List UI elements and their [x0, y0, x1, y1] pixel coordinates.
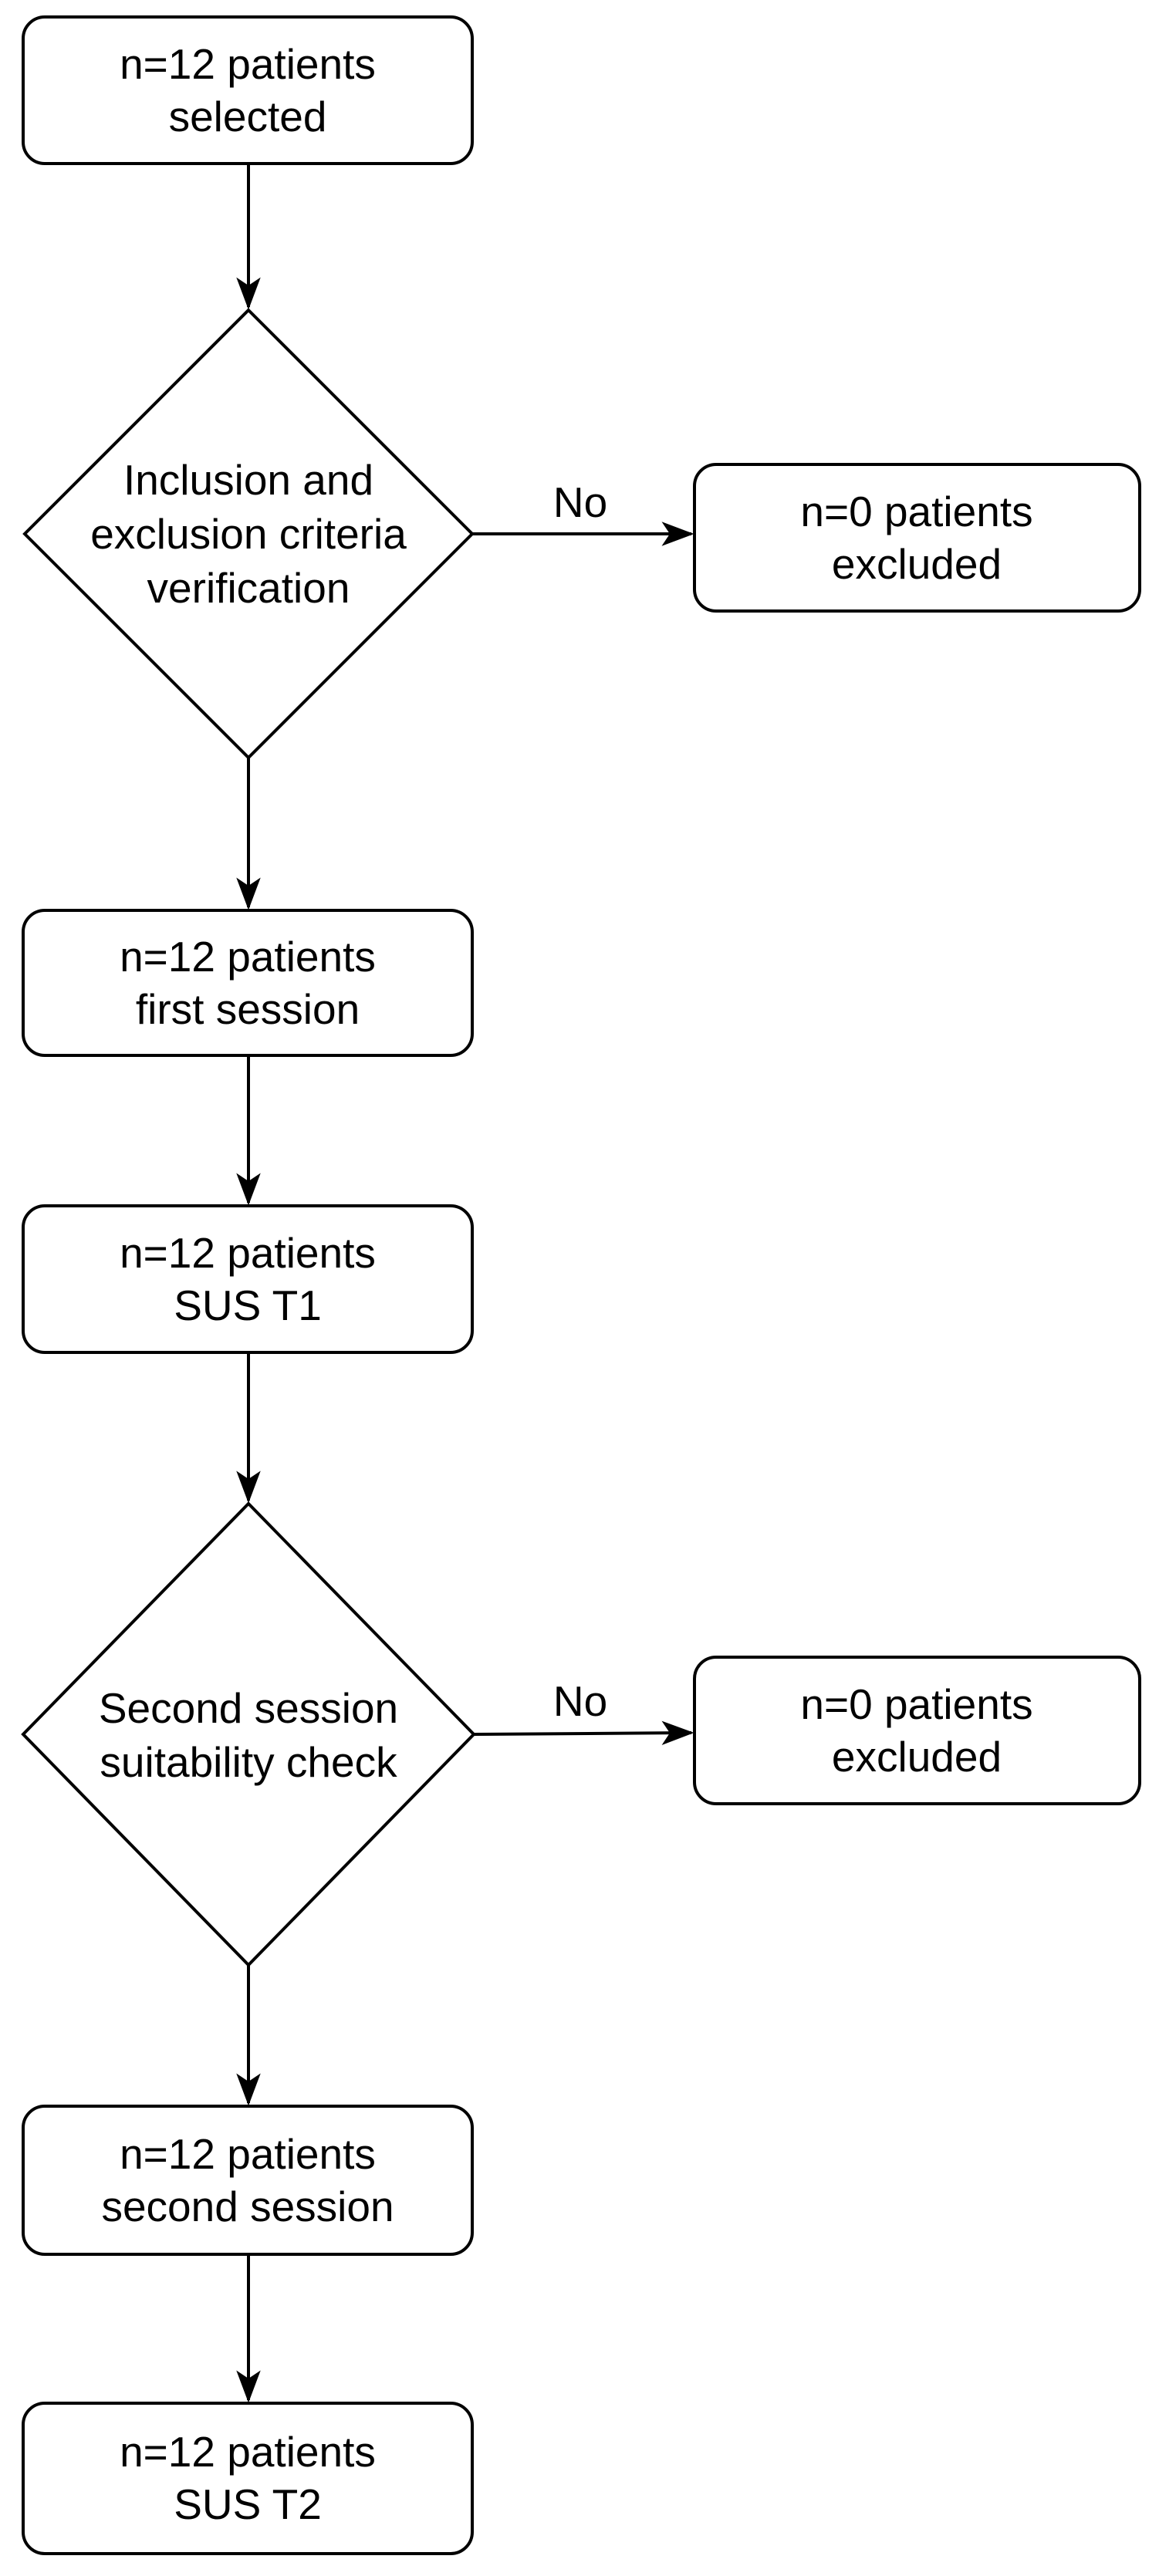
node-excluded-2-line2: excluded [832, 1733, 1002, 1781]
node-excluded-2-line1: n=0 patients [800, 1680, 1032, 1728]
edge-no-branch-2 [473, 1720, 694, 1746]
node-sus-t2-line1: n=12 patients [120, 2428, 376, 2476]
node-sus-t1: n=12 patients SUS T1 [22, 1204, 474, 1354]
node-first-session-line2: first session [136, 985, 360, 1033]
node-excluded-1: n=0 patients excluded [693, 463, 1141, 613]
edges: No No [236, 164, 694, 2403]
node-patients-selected-line1: n=12 patients [120, 40, 376, 88]
node-first-session-shape [22, 909, 474, 1057]
node-excluded-1-line2: excluded [832, 540, 1002, 588]
decision-suitability-check: Second session suitability check [21, 1501, 476, 1967]
node-first-session: n=12 patients first session [22, 909, 474, 1057]
node-sus-t1-shape [22, 1204, 474, 1354]
node-second-session-shape [22, 2105, 474, 2256]
node-second-session-line2: second session [101, 2183, 394, 2230]
node-second-session-line1: n=12 patients [120, 2130, 376, 2178]
node-sus-t1-line2: SUS T1 [174, 1281, 322, 1329]
decision-criteria-line2: exclusion criteria [90, 510, 407, 558]
decision-criteria-verification: Inclusion and exclusion criteria verific… [22, 308, 475, 760]
decision-suitability-line2: suitability check [100, 1738, 397, 1786]
node-sus-t2-line2: SUS T2 [174, 2480, 322, 2528]
node-sus-t2-shape [22, 2402, 474, 2555]
node-sus-t1-line1: n=12 patients [120, 1229, 376, 1277]
node-patients-selected: n=12 patients selected [22, 15, 474, 165]
decision-suitability-line1: Second session [99, 1684, 398, 1732]
node-excluded-2-shape [693, 1656, 1141, 1805]
node-excluded-1-shape [693, 463, 1141, 613]
no-label-2: No [553, 1677, 607, 1725]
decision-suitability-check-shape [21, 1501, 476, 1967]
node-sus-t2: n=12 patients SUS T2 [22, 2402, 474, 2555]
decision-criteria-line3: verification [147, 564, 350, 612]
node-first-session-line1: n=12 patients [120, 933, 376, 981]
decision-criteria-verification-shape [22, 308, 475, 760]
no-label-1: No [553, 478, 607, 526]
decision-criteria-line1: Inclusion and [123, 456, 373, 504]
node-excluded-1-line1: n=0 patients [800, 488, 1032, 535]
node-excluded-2: n=0 patients excluded [693, 1656, 1141, 1805]
node-patients-selected-shape [22, 15, 474, 165]
node-second-session: n=12 patients second session [22, 2105, 474, 2256]
node-patients-selected-line2: selected [169, 93, 327, 140]
